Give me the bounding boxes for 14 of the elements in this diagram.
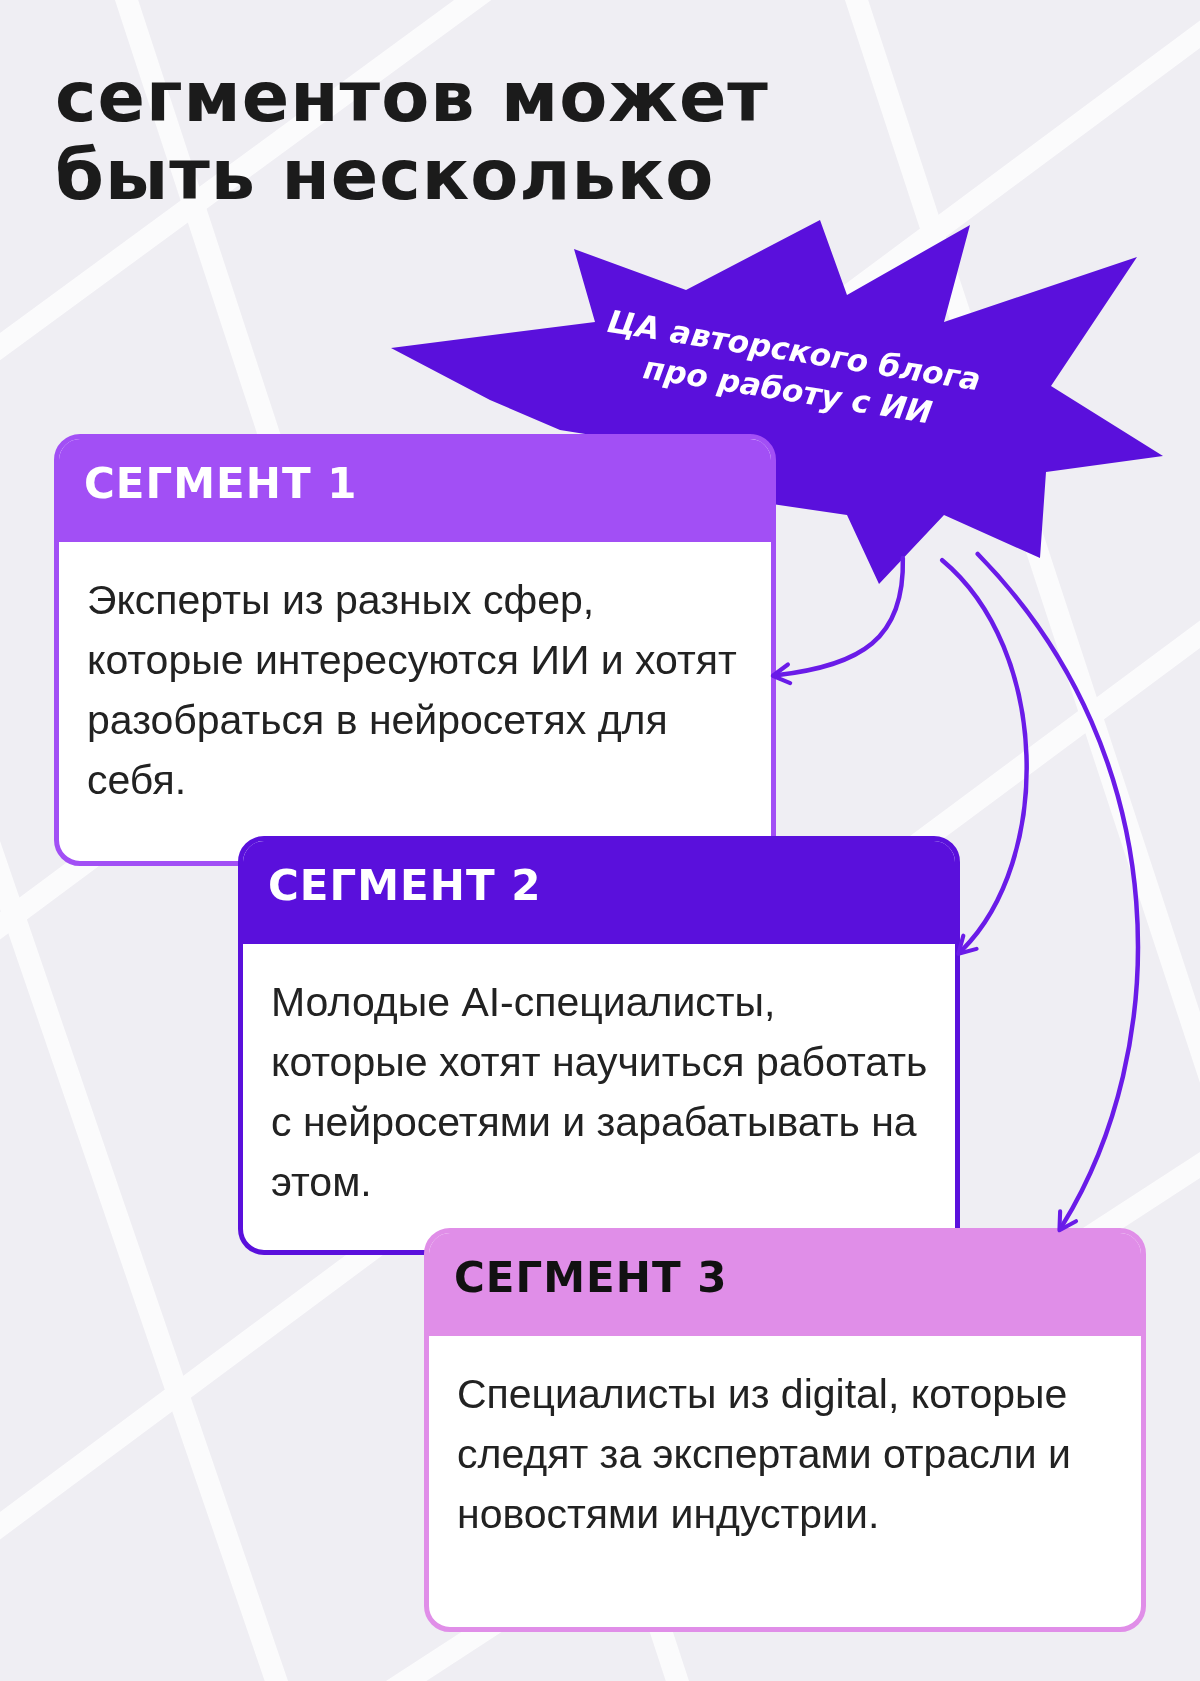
segment-description: Эксперты из разных сфер, которые интересуются ИИ и хотят разобраться в нейросетях для себя. (86, 576, 738, 805)
curved-arrow (975, 551, 1140, 1232)
segment-heading: СЕГМЕНТ 3 (429, 1233, 1141, 1336)
segment-description: Молодые AI-специалисты, которые хотят научиться работать с нейросетями и зарабатывать на этом. (270, 978, 929, 1207)
segment-heading: СЕГМЕНТ 1 (59, 439, 771, 542)
title: сегментов может быть несколько (55, 58, 770, 214)
curved-arrow (772, 555, 906, 684)
starburst-label: ЦА авторского блога про работу с ИИ (604, 301, 985, 433)
segment-heading: СЕГМЕНТ 2 (243, 841, 955, 944)
segment-card (238, 836, 960, 1255)
segment-card (424, 1228, 1146, 1632)
segment-description: Специалисты из digital, которые следят за экспертами отрасли и новостями индустрии. (456, 1370, 1072, 1539)
segment-card (54, 434, 776, 866)
curved-arrow (939, 557, 1029, 955)
